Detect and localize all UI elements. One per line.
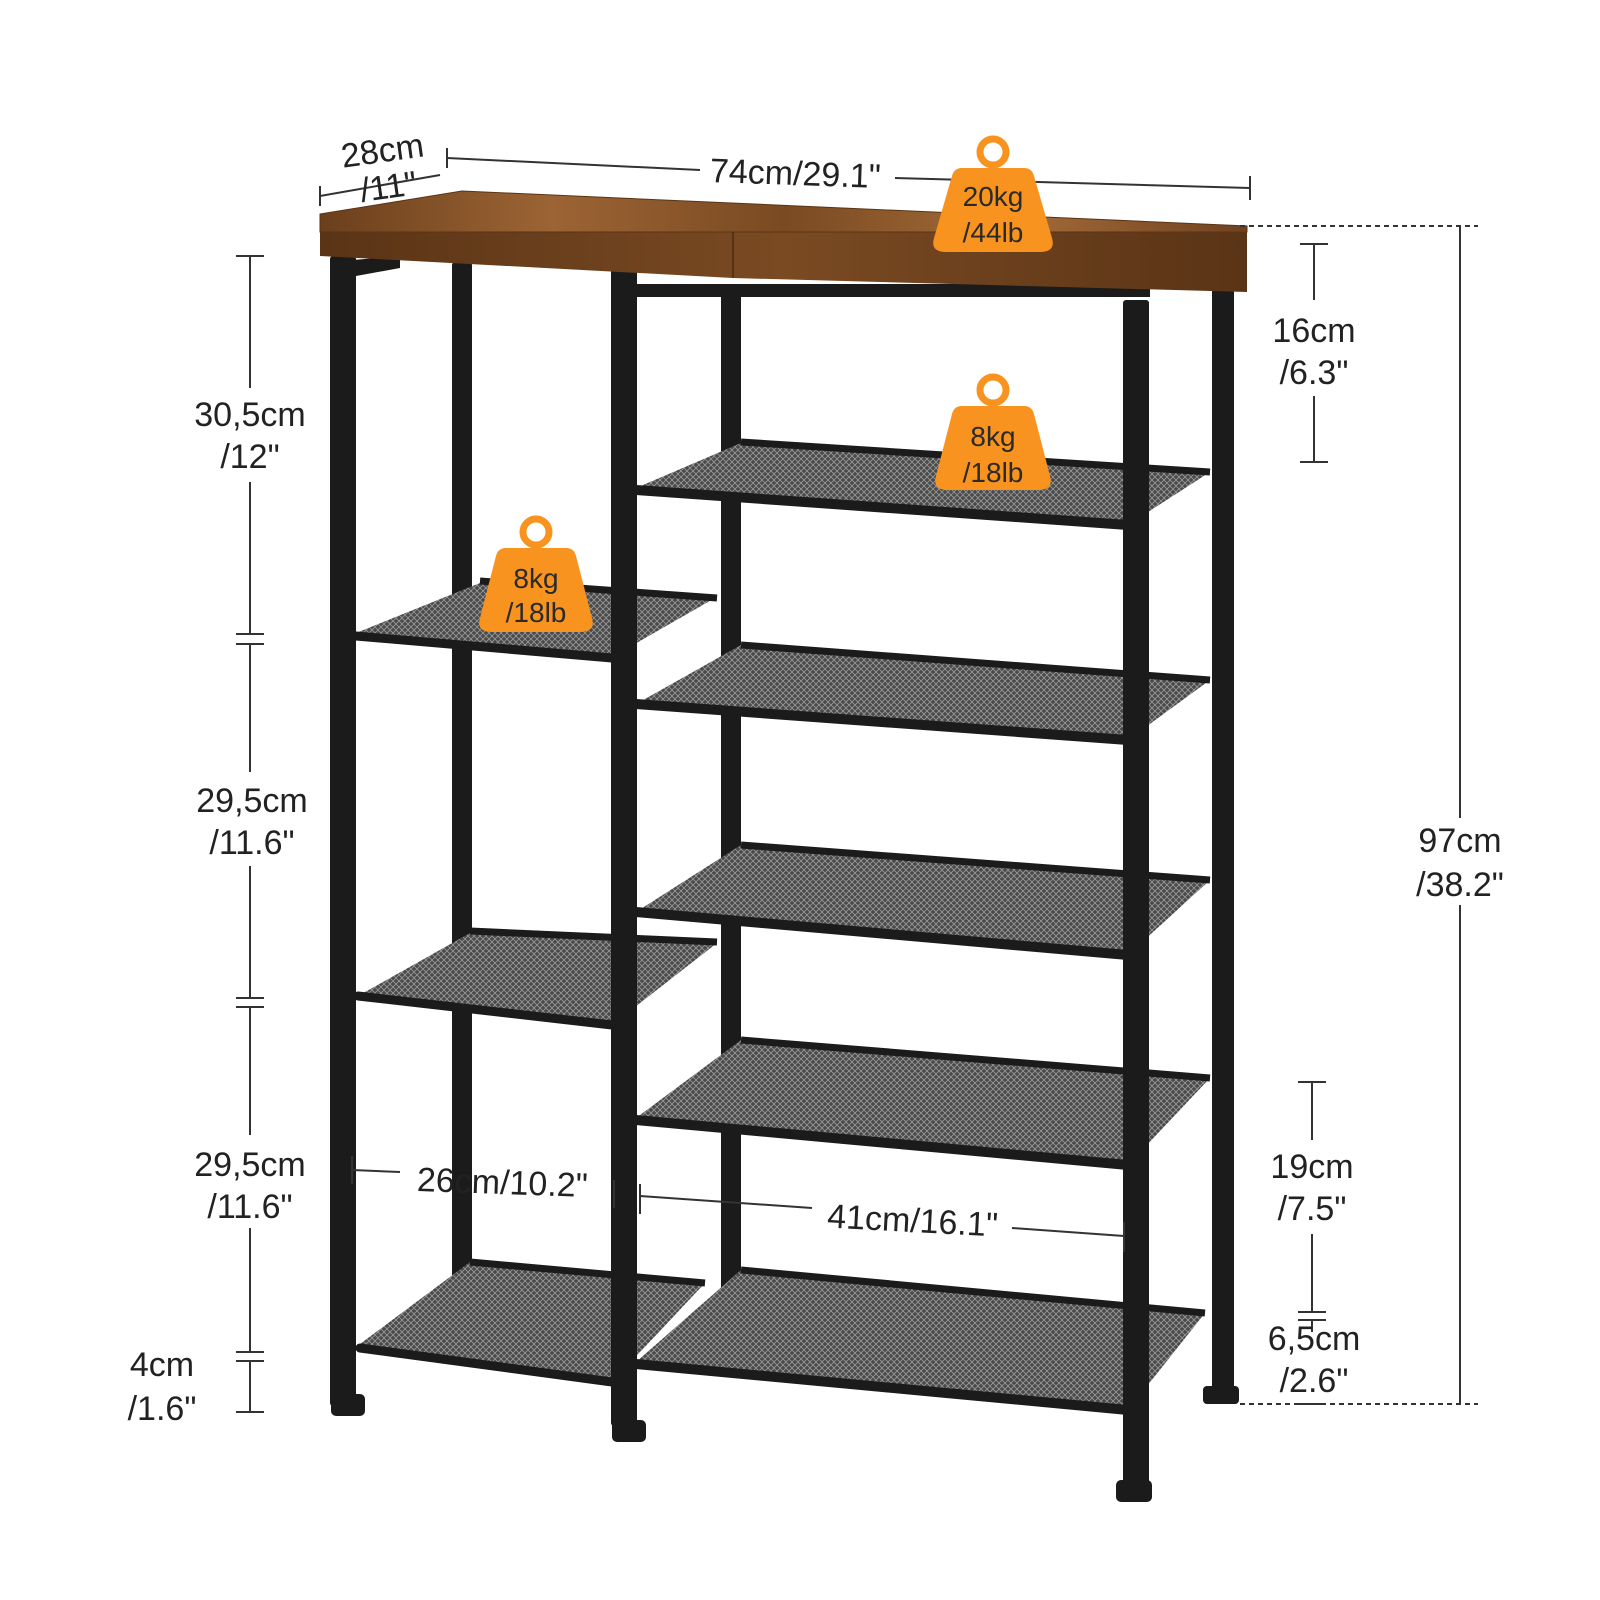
left-gap-3-imperial-label: /11.6"	[207, 1188, 292, 1226]
total-height-imperial-label: /38.2"	[1416, 866, 1504, 904]
front-posts	[330, 256, 1152, 1502]
left-gap-1-imperial-label: /12"	[220, 438, 279, 476]
top-gap-imperial-label: /6.3"	[1280, 354, 1349, 392]
weight-right-lb: /18lb	[963, 457, 1024, 488]
weight-left-lb: /18lb	[506, 597, 567, 628]
weight-right-kg: 8kg	[970, 421, 1015, 452]
top-gap-metric-label: 16cm	[1272, 312, 1355, 350]
left-gap-2-imperial-label: /11.6"	[209, 824, 294, 862]
right-shelf-5	[631, 1266, 1206, 1415]
left-gap-2-metric-label: 29,5cm	[196, 782, 308, 820]
weight-top-lb: /44lb	[963, 217, 1024, 248]
bottom-gap-metric-label: 19cm	[1270, 1148, 1353, 1186]
weight-icon-top: 20kg /44lb	[933, 135, 1053, 252]
shoe-rack	[319, 190, 1248, 1502]
weight-badges: 20kg /44lb 8kg /18lb 8kg /18lb	[479, 135, 1053, 632]
weight-icon-left: 8kg /18lb	[479, 515, 593, 632]
total-height-metric-label: 97cm	[1418, 822, 1501, 860]
left-gap-1-metric-label: 30,5cm	[194, 396, 306, 434]
right-shelves	[631, 438, 1211, 1415]
right-shelf-4	[631, 1036, 1211, 1170]
foot-height-imperial-label: /1.6"	[128, 1390, 197, 1428]
weight-icon-right: 8kg /18lb	[935, 373, 1051, 490]
weight-top-kg: 20kg	[963, 181, 1024, 212]
bottom-gap-imperial-label: /7.5"	[1278, 1190, 1347, 1228]
left-width-label: 26cm/10.2"	[416, 1161, 588, 1205]
depth-imperial-label: /11"	[358, 164, 420, 210]
weight-left-kg: 8kg	[513, 563, 558, 594]
left-gap-3-metric-label: 29,5cm	[194, 1146, 306, 1184]
right-width-label: 41cm/16.1"	[826, 1198, 999, 1245]
lowest-shelf-metric-label: 6,5cm	[1268, 1320, 1361, 1358]
dimension-labels: 28cm /11" 74cm/29.1" 97cm /38.2" 16cm /6…	[128, 127, 1504, 1428]
width-label: 74cm/29.1"	[709, 152, 881, 196]
lowest-shelf-imperial-label: /2.6"	[1280, 1362, 1349, 1400]
left-shelf-2	[353, 927, 718, 1030]
foot-height-metric-label: 4cm	[130, 1346, 194, 1384]
